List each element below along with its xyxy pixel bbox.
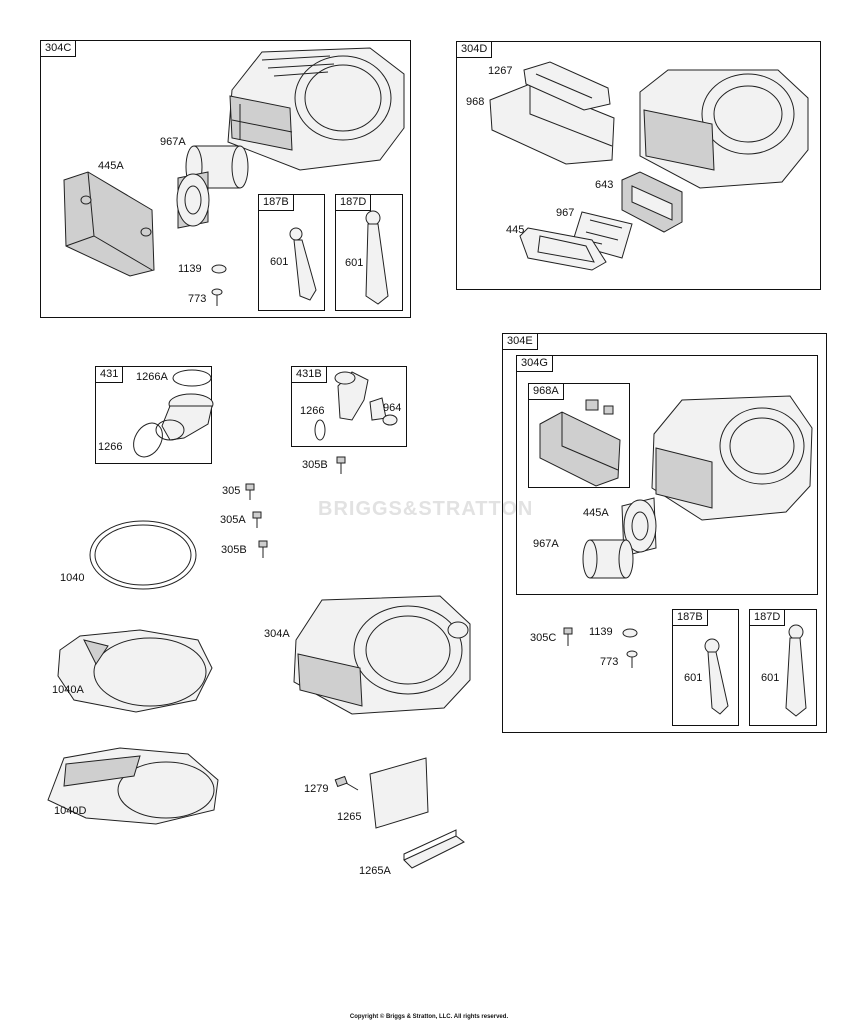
blower-housing-304g xyxy=(652,396,812,520)
group-431b-tag: 431B xyxy=(291,366,327,383)
cover-968a xyxy=(540,412,620,486)
group-431-tag: 431 xyxy=(95,366,124,383)
washer-1139-lower xyxy=(623,629,637,637)
group-187b-tag-b: 187B xyxy=(672,609,708,626)
label-1139-upper: 1139 xyxy=(178,263,202,275)
label-964: 964 xyxy=(383,402,402,414)
label-305a: 305A xyxy=(220,514,246,526)
cover-304c xyxy=(64,172,154,276)
ring-1266-b xyxy=(315,420,325,440)
label-445a-upper: 445A xyxy=(98,160,124,172)
bolt-305 xyxy=(246,484,254,500)
bolt-305a xyxy=(253,512,261,528)
label-1266-b: 1266 xyxy=(300,405,325,417)
group-187d-tag-b: 187D xyxy=(749,609,786,626)
label-1266a: 1266A xyxy=(136,371,168,383)
baffle-1265 xyxy=(370,758,428,828)
filter-445a-lower xyxy=(622,498,656,556)
label-1265: 1265 xyxy=(337,811,362,823)
label-773-upper: 773 xyxy=(188,293,207,305)
tube-601-b xyxy=(366,211,388,304)
label-1040d: 1040D xyxy=(54,805,87,817)
filter-967a-lower xyxy=(583,540,633,578)
elbow-431 xyxy=(156,394,213,440)
label-305b-b: 305B xyxy=(221,544,247,556)
group-187b-tag-a: 187B xyxy=(258,194,294,211)
group-304c-tag: 304C xyxy=(40,40,77,57)
copyright: Copyright © Briggs & Stratton, LLC. All … xyxy=(349,1014,509,1020)
group-304g-frame xyxy=(516,355,818,595)
label-643: 643 xyxy=(595,179,614,191)
blower-housing-304c xyxy=(228,48,404,170)
screw-773-lower xyxy=(627,651,637,668)
label-773-lower: 773 xyxy=(600,656,619,668)
group-304c-frame xyxy=(40,40,411,318)
label-1139-lower: 1139 xyxy=(589,626,613,638)
label-445: 445 xyxy=(506,224,525,236)
washer-1139-upper xyxy=(212,265,226,273)
bolt-305b-b xyxy=(259,541,267,558)
panel-643 xyxy=(622,172,682,232)
group-431-frame xyxy=(95,366,212,464)
label-968: 968 xyxy=(466,96,485,108)
group-968a-tag: 968A xyxy=(528,383,564,400)
label-305b-a: 305B xyxy=(302,459,328,471)
tube-601-a xyxy=(290,228,316,300)
watermark: BRIGGS&STRATTON xyxy=(318,498,534,520)
bracket-1265a xyxy=(404,830,464,868)
tube-601-c xyxy=(705,639,728,714)
label-305: 305 xyxy=(222,485,241,497)
blower-housing-304a xyxy=(294,596,470,714)
blower-housing-304d xyxy=(640,70,808,188)
label-601-d: 601 xyxy=(761,672,780,684)
filter-445 xyxy=(520,228,606,270)
group-968a-frame xyxy=(528,383,630,488)
group-304d-frame xyxy=(456,41,821,290)
label-1040: 1040 xyxy=(60,572,85,584)
label-304a: 304A xyxy=(264,628,290,640)
ring-1266a xyxy=(173,370,211,386)
knob-968a xyxy=(586,400,613,414)
elbow-431b xyxy=(335,372,386,420)
label-601-c: 601 xyxy=(684,672,703,684)
bolt-305b-a xyxy=(337,457,345,474)
group-304e-tag: 304E xyxy=(502,333,538,350)
label-445a-lower: 445A xyxy=(583,507,609,519)
group-304e-frame xyxy=(502,333,827,733)
label-967a-lower: 967A xyxy=(533,538,559,550)
bolt-305c xyxy=(564,628,572,646)
label-967a-upper: 967A xyxy=(160,136,186,148)
label-1267: 1267 xyxy=(488,65,513,77)
label-1266-a: 1266 xyxy=(98,441,123,453)
label-1265a: 1265A xyxy=(359,865,391,877)
group-304g-tag: 304G xyxy=(516,355,553,372)
group-304d-tag: 304D xyxy=(456,41,493,58)
label-305c: 305C xyxy=(530,632,557,644)
bolt-1279 xyxy=(335,776,358,790)
screen-1040 xyxy=(90,521,196,589)
cap-964 xyxy=(383,415,397,425)
label-1040a: 1040A xyxy=(52,684,84,696)
guard-1040a xyxy=(58,630,212,712)
screw-773-upper xyxy=(212,289,222,306)
label-601-a: 601 xyxy=(270,256,289,268)
vent-1267 xyxy=(524,62,610,110)
label-967: 967 xyxy=(556,207,575,219)
label-1279: 1279 xyxy=(304,783,329,795)
guard-1040d xyxy=(48,748,218,824)
label-601-b: 601 xyxy=(345,257,364,269)
tube-601-d xyxy=(786,625,806,716)
filter-445a-upper xyxy=(177,172,209,228)
gasket-1266-a xyxy=(128,418,169,462)
group-187d-tag-a: 187D xyxy=(335,194,372,211)
group-431b-frame xyxy=(291,366,407,447)
